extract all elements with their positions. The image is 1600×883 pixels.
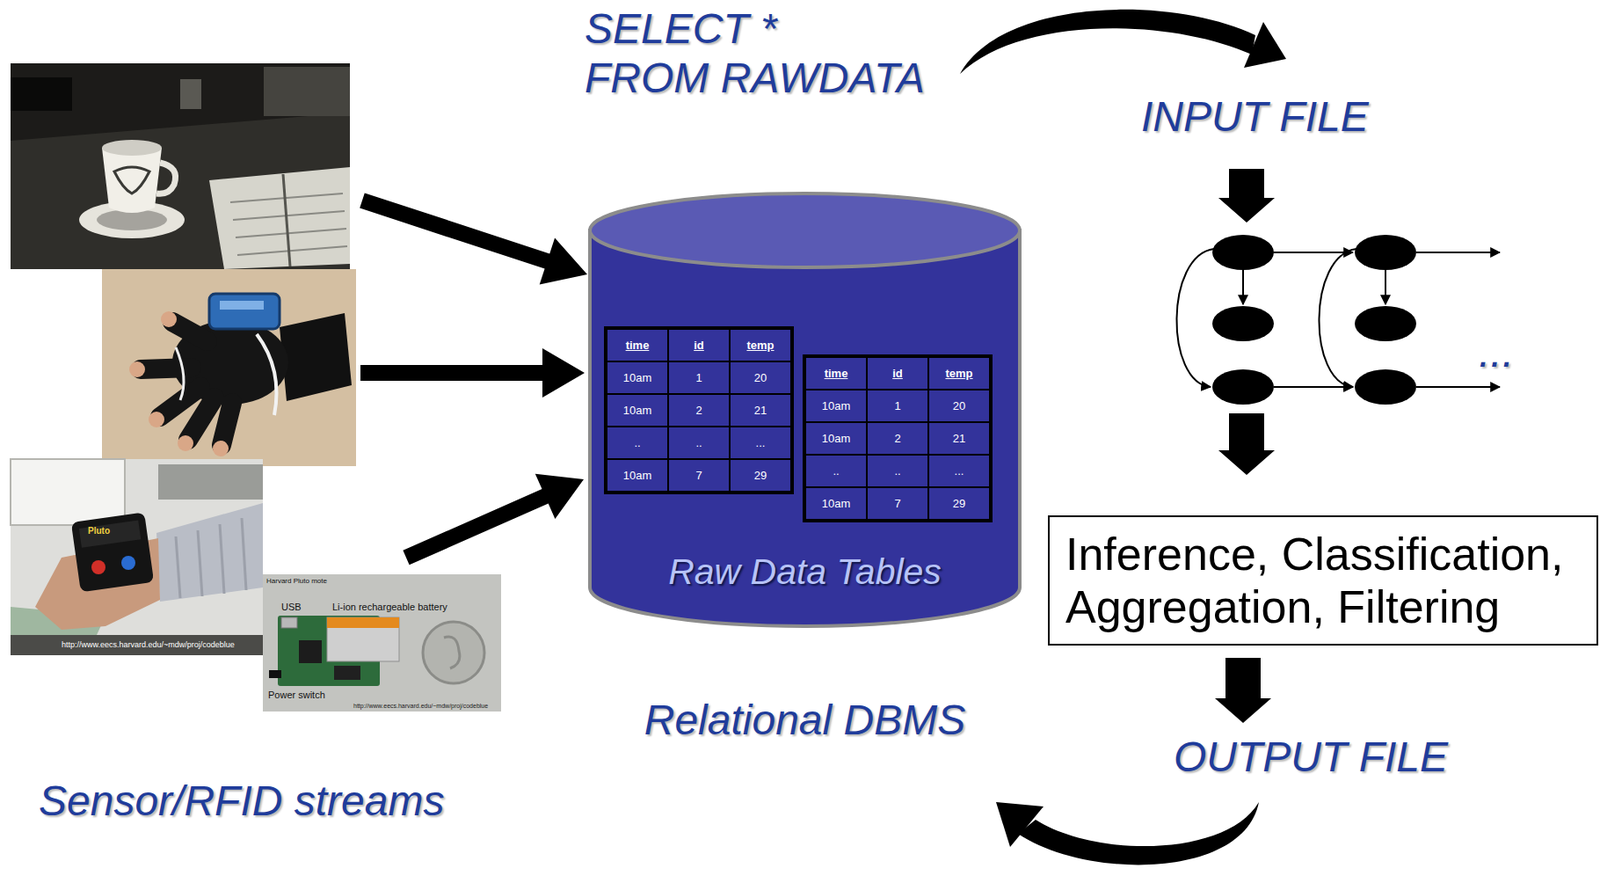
- device-button: [91, 560, 106, 575]
- cup-rim: [101, 139, 162, 156]
- desk-object: [180, 79, 202, 110]
- network-node: [1212, 234, 1274, 270]
- desk-photo: [10, 63, 350, 270]
- part-label: Li-ion rechargeable battery: [332, 601, 448, 613]
- battery: [327, 617, 400, 662]
- curved-arrow: [1018, 801, 1259, 865]
- usb-connector: [281, 617, 298, 628]
- process-box: Inference, Classification, Aggregation, …: [1047, 515, 1599, 646]
- cup: [101, 147, 162, 213]
- sensor-highlight: [219, 300, 264, 310]
- device-screen: [79, 519, 141, 547]
- cup-pattern: [114, 167, 150, 194]
- coin-relief: [443, 636, 460, 669]
- arrow-head: [996, 801, 1044, 847]
- graph-arc: [1318, 248, 1357, 387]
- graph-edge: [1416, 385, 1500, 388]
- file-label: INPUT FILE: [1141, 91, 1369, 143]
- desk-object: [158, 464, 263, 500]
- cup-handle: [156, 162, 176, 194]
- graph-arc: [1176, 248, 1215, 387]
- graph-edge: [1273, 251, 1353, 254]
- network-node: [1212, 369, 1274, 405]
- block-arrow: [402, 473, 584, 566]
- chip: [334, 665, 361, 680]
- network-node: [1212, 305, 1274, 342]
- mote-photo: [262, 574, 502, 712]
- photo-strip: [10, 634, 263, 655]
- photo-ground: [262, 574, 502, 712]
- table-frame: [802, 354, 993, 523]
- glove-cuff: [279, 312, 352, 401]
- monitor: [10, 458, 125, 525]
- device-label: Pluto: [87, 525, 110, 537]
- photo-caption: Harvard Pluto mote: [266, 576, 328, 586]
- network-graph: [1176, 234, 1500, 405]
- notebook-spine: [283, 174, 291, 267]
- arrow-head: [1243, 21, 1287, 68]
- power-switch: [269, 669, 282, 678]
- sql-query: FROM RAWDATA: [584, 52, 925, 104]
- sensor-box: [209, 293, 280, 329]
- block-arrow: [359, 192, 588, 284]
- down-arrow: [1218, 413, 1275, 475]
- notebook: [209, 167, 350, 270]
- glove-photo: [101, 269, 357, 466]
- fingertip: [129, 361, 146, 378]
- cylinder-top: [589, 193, 1020, 268]
- table-frame: [603, 326, 794, 495]
- url-credit: http://www.eecs.harvard.edu/~mdw/proj/co…: [61, 640, 235, 650]
- desk-object: [263, 66, 350, 117]
- coin: [422, 621, 485, 684]
- graph-edge: [1384, 269, 1387, 305]
- device-button: [121, 555, 136, 570]
- part-label: Power switch: [268, 689, 326, 701]
- curved-arrow: [960, 9, 1256, 74]
- url-credit: http://www.eecs.harvard.edu/~mdw/proj/co…: [353, 702, 488, 710]
- caption-label: Sensor/RFID streams: [38, 775, 444, 827]
- chip: [298, 640, 322, 663]
- node-heading: Relational DBMS: [586, 694, 1024, 746]
- sql-query: SELECT *: [584, 3, 778, 55]
- fingertip: [148, 411, 165, 428]
- file-label: OUTPUT FILE: [1173, 731, 1448, 783]
- network-node: [1354, 234, 1417, 270]
- part-label: USB: [281, 601, 302, 613]
- glove-stripe: [175, 347, 184, 400]
- photo-ground: [10, 458, 263, 655]
- graph-edge: [1416, 251, 1500, 254]
- graph-edge: [1242, 269, 1244, 305]
- fingertip: [177, 435, 194, 451]
- network-node: [1354, 305, 1417, 342]
- graph-edge: [1273, 385, 1353, 388]
- node-text: Raw Data Tables: [586, 546, 1024, 597]
- desk-surface: [10, 112, 350, 270]
- sleeve-knit: [175, 517, 247, 598]
- device-case: [71, 511, 154, 592]
- wrist-device: [71, 511, 154, 592]
- desk-object: [10, 77, 73, 111]
- glove-fingers: [140, 321, 233, 445]
- ellipsis: ...: [1478, 327, 1514, 379]
- network-node: [1354, 369, 1417, 405]
- wrist-photo: [10, 458, 263, 655]
- glove-stripe: [256, 334, 277, 415]
- sleeve: [156, 502, 263, 602]
- block-arrow: [360, 348, 585, 398]
- photo-ground: [101, 269, 357, 466]
- down-arrow: [1214, 657, 1272, 723]
- fingertip: [212, 440, 229, 457]
- node-text: Inference, Classification, Aggregation, …: [1065, 527, 1585, 633]
- down-arrow: [1218, 168, 1275, 223]
- stream-arrows: [359, 192, 588, 565]
- photo-ground: [10, 63, 350, 270]
- battery-tape: [327, 617, 400, 628]
- fingertip: [160, 311, 177, 328]
